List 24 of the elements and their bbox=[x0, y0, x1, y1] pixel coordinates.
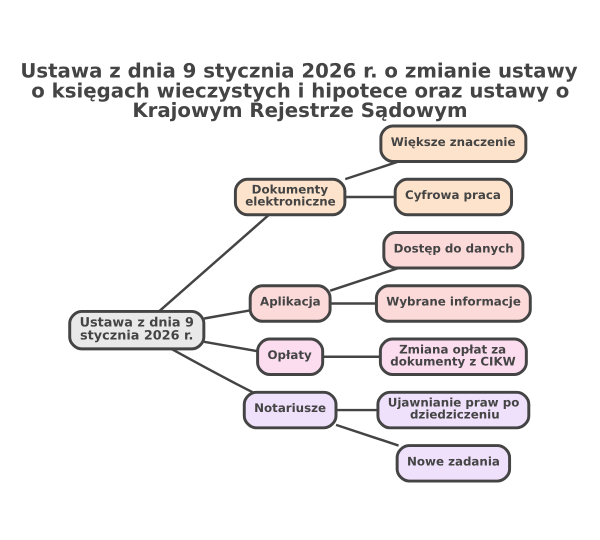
connector bbox=[345, 196, 396, 198]
connector bbox=[322, 356, 380, 358]
node-box: Większe znaczenie bbox=[379, 124, 528, 163]
node-box: Notariusze bbox=[242, 390, 338, 430]
node-box: Wybrane informacje bbox=[374, 284, 532, 323]
connector bbox=[336, 408, 378, 412]
connector bbox=[204, 309, 250, 320]
node-box: Opłaty bbox=[256, 338, 324, 376]
connector bbox=[344, 160, 399, 180]
node-box: Zmiana opłat za dokumenty z CIKW bbox=[378, 338, 528, 376]
node-box: Ustawa z dnia 9 stycznia 2026 r. bbox=[68, 310, 206, 350]
diagram-title: Ustawa z dnia 9 stycznia 2026 r. o zmianie ustawy o księgach wieczystych i hipotece oraz ustawy o Krajowym Rejestrze Sądowym bbox=[20, 60, 578, 122]
node-box: Dokumenty elektroniczne bbox=[234, 178, 346, 216]
node-box: Nowe zadania bbox=[396, 444, 512, 483]
node-box: Dostęp do danych bbox=[382, 231, 524, 270]
connector bbox=[158, 214, 270, 312]
connector bbox=[170, 348, 254, 394]
connector bbox=[204, 340, 258, 352]
node-box: Cyfrowa praca bbox=[394, 178, 514, 216]
connector bbox=[330, 266, 399, 292]
node-box: Aplikacja bbox=[248, 284, 332, 323]
connector bbox=[330, 302, 376, 305]
node-box: Ujawnianie praw po dziedziczeniu bbox=[376, 390, 530, 430]
connector bbox=[336, 424, 399, 447]
